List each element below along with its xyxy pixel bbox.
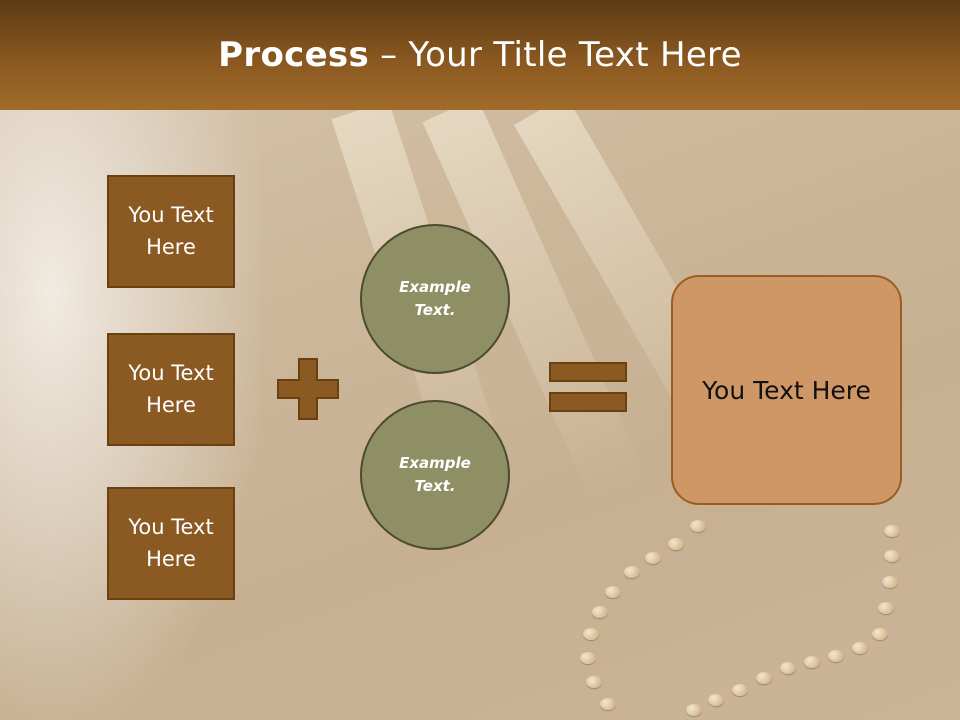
input-box-3-line2: Here [146,546,196,571]
result-box[interactable]: You Text Here [671,275,902,505]
title-bar: Process – Your Title Text Here [0,0,960,110]
input-box-1-line1: You Text [128,203,214,227]
example-circle-1-line2: Text. [414,301,456,319]
input-box-2-line2: Here [146,392,196,417]
title-rest: – Your Title Text Here [369,35,742,75]
example-circle-2-line1: Example [399,453,471,472]
example-circle-1-line1: Example [399,277,471,296]
equals-bar-bottom [549,392,627,412]
example-circle-2-line2: Text. [414,477,456,495]
input-box-3-line1: You Text [128,515,214,539]
slide-title: Process – Your Title Text Here [218,35,742,75]
input-box-1-line2: Here [146,234,196,259]
equals-icon [549,362,627,414]
plus-icon [277,358,339,420]
input-box-2-line1: You Text [128,361,214,385]
result-label: You Text Here [702,375,871,405]
equals-bar-top [549,362,627,382]
title-bold: Process [218,35,370,75]
